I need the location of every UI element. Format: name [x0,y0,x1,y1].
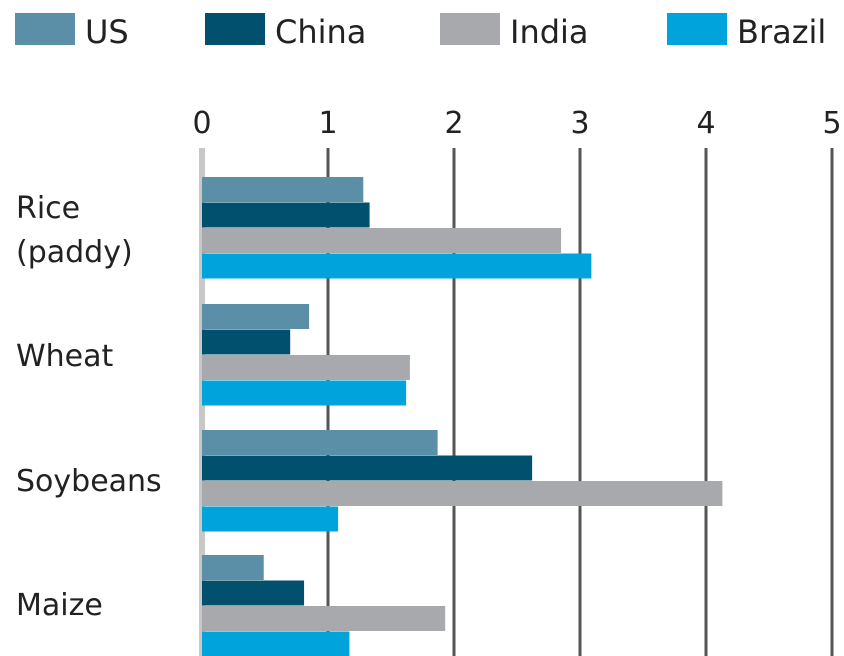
legend-label-brazil: Brazil [737,13,826,51]
x-tick-label: 4 [696,106,715,141]
legend: US China India Brazil [15,13,826,51]
bar-us-0 [202,177,364,202]
category-label: (paddy) [16,235,133,270]
bar-us-1 [202,304,310,329]
bar-india-0 [202,228,562,253]
bar-us-3 [202,555,264,580]
bar-brazil-3 [202,631,350,656]
category-label: Rice [16,191,80,226]
bar-china-1 [202,329,291,355]
x-tick-label: 0 [192,106,211,141]
x-axis-ticks: 0 1 2 3 4 5 [192,106,841,141]
x-tick-label: 3 [570,106,589,141]
bar-us-2 [202,430,438,455]
bars [202,177,723,656]
legend-swatch-india [440,13,500,45]
bar-brazil-0 [202,253,592,279]
x-tick-label: 1 [318,106,337,141]
legend-swatch-us [15,13,75,45]
bar-india-2 [202,481,723,506]
legend-swatch-china [205,13,265,45]
category-label: Soybeans [16,464,162,499]
bar-brazil-2 [202,506,339,532]
bar-india-3 [202,606,446,631]
bar-brazil-1 [202,380,407,406]
legend-label-china: China [275,13,366,51]
category-label: Maize [16,588,103,623]
legend-swatch-brazil [667,13,727,45]
x-tick-label: 5 [822,106,841,141]
x-tick-label: 2 [444,106,463,141]
bar-china-2 [202,455,533,481]
bar-china-3 [202,580,305,606]
bar-china-0 [202,202,370,228]
legend-label-us: US [85,13,129,51]
legend-label-india: India [510,13,589,51]
bar-india-1 [202,355,410,380]
category-label: Wheat [16,339,114,374]
